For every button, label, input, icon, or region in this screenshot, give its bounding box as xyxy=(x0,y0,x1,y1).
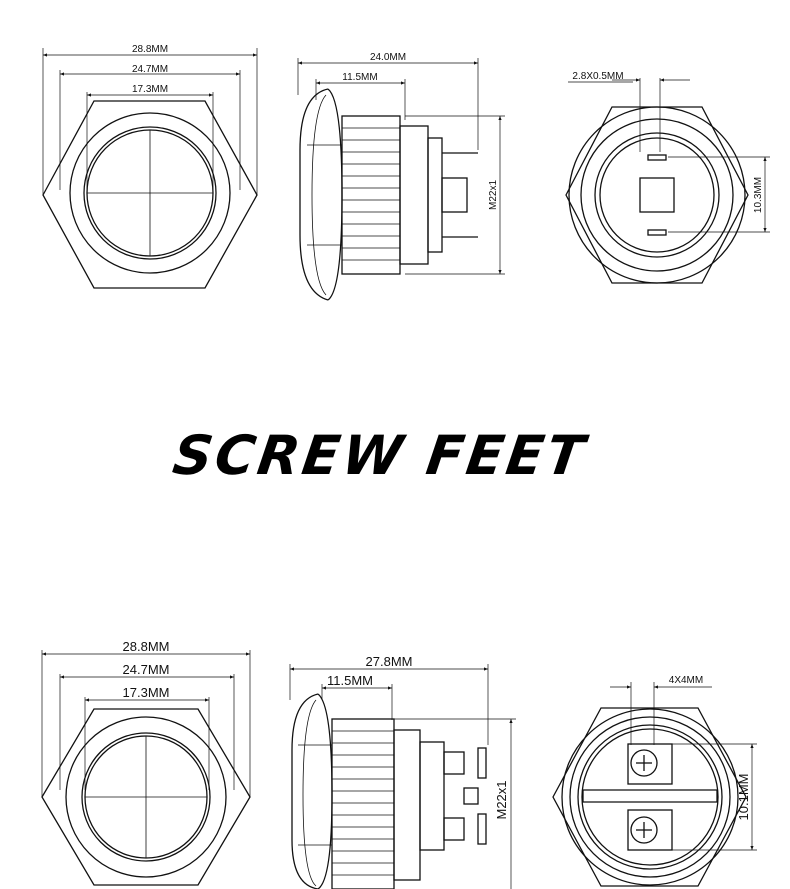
bottom-back-view: 4X4MM 10.1MM xyxy=(552,675,757,887)
dim-outer-label: 28.8MM xyxy=(123,639,170,654)
dim-thread-label: M22x1 xyxy=(488,180,499,210)
dim-screw-label: 4X4MM xyxy=(669,675,703,686)
dim-pin-label: 2.8X0.5MM xyxy=(572,71,623,82)
dim-total-label: 27.8MM xyxy=(366,654,413,669)
top-side-view: 24.0MM 11.5MM M22x1 xyxy=(297,52,505,301)
dim-spacing-label: 10.3MM xyxy=(753,177,764,213)
dim-spacing-label: 10.1MM xyxy=(736,774,751,821)
dim-thread-label: M22x1 xyxy=(494,780,509,819)
top-back-view: 2.8X0.5MM 10.3MM xyxy=(565,71,770,284)
dim-outer-label: 28.8MM xyxy=(132,44,168,55)
top-front-view: 28.8MM 24.7MM 17.3MM xyxy=(42,44,258,289)
dim-head-label: 11.5MM xyxy=(327,673,373,688)
section-title: SCREW FEET xyxy=(169,424,591,487)
dim-middle-label: 24.7MM xyxy=(123,662,170,677)
bottom-side-view: 27.8MM 11.5MM M22x1 xyxy=(289,654,516,889)
dim-head-label: 11.5MM xyxy=(342,72,377,83)
dim-inner-label: 17.3MM xyxy=(132,84,168,95)
dim-total-label: 24.0MM xyxy=(370,52,406,63)
dim-inner-label: 17.3MM xyxy=(123,685,170,700)
bottom-front-view: 28.8MM 24.7MM 17.3MM xyxy=(41,639,251,886)
dim-middle-label: 24.7MM xyxy=(132,64,168,75)
